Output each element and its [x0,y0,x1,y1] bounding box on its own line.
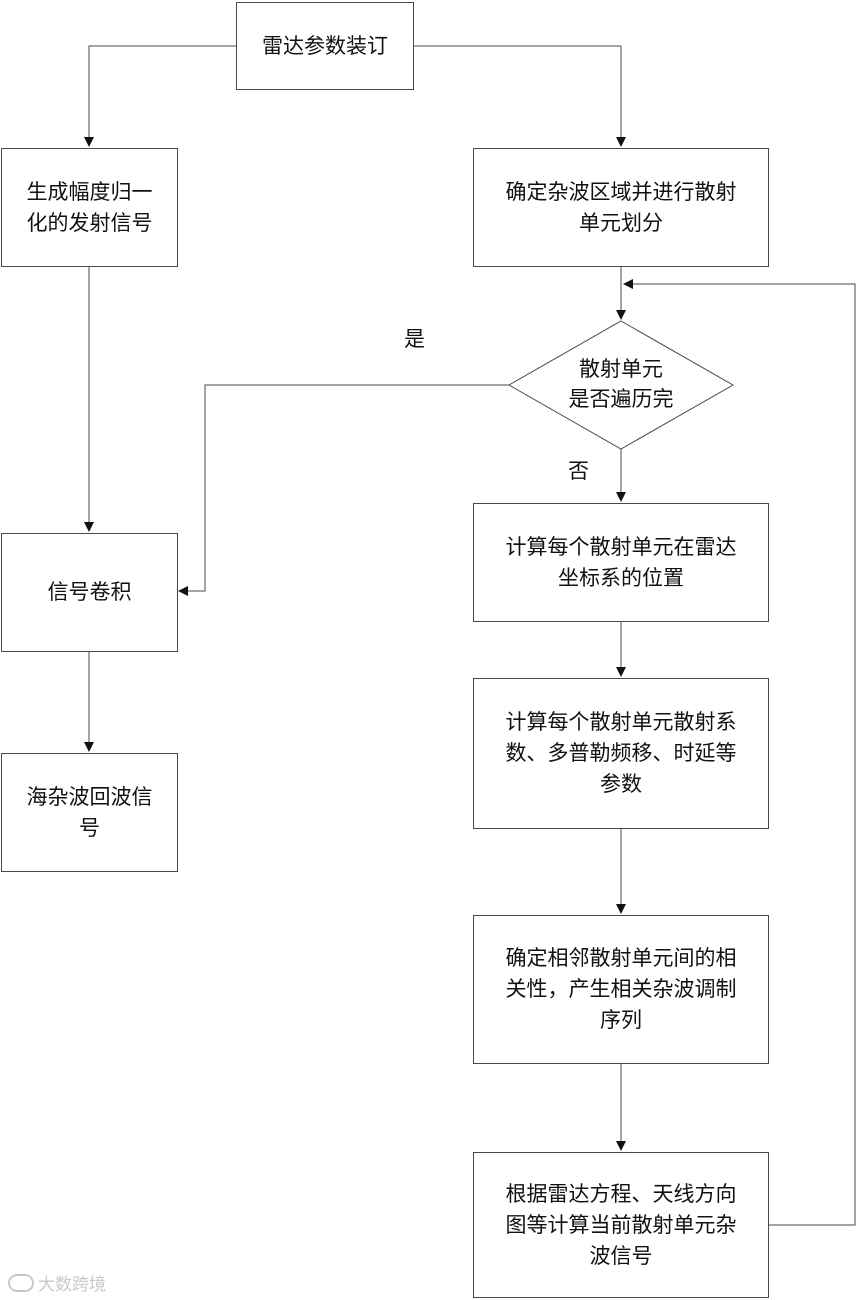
node-radar-equation-line-2: 图等计算当前散射单元杂 [505,1212,737,1237]
node-clutter-region-line-1: 确定杂波区域并进行散射 [505,179,737,204]
edge-loop-back-to-decision [623,279,856,1226]
node-calc-coefficients: 计算每个散射单元散射系 数、多普勒频移、时延等 参数 [473,678,769,829]
node-calc-position-line-2: 坐标系的位置 [558,565,684,590]
node-calc-coefficients-line-2: 数、多普勒频移、时延等 [505,741,737,765]
edge-params-to-gen-signal [84,45,236,147]
watermark: 大数跨境 [8,1270,106,1295]
node-radar-equation-line-1: 根据雷达方程、天线方向 [505,1181,737,1206]
edge-label-no: 否 [568,459,589,483]
node-radar-equation: 根据雷达方程、天线方向 图等计算当前散射单元杂 波信号 [473,1152,769,1298]
watermark-logo-icon [8,1273,34,1292]
node-convolution: 信号卷积 [1,533,178,652]
node-convolution-text: 信号卷积 [47,580,132,604]
node-radar-params-text: 雷达参数装订 [262,33,388,58]
edge-params-to-clutter-region [413,45,626,147]
node-calc-position: 计算每个散射单元在雷达 坐标系的位置 [473,503,769,622]
edge-label-yes: 是 [404,327,425,351]
node-calc-coefficients-line-1: 计算每个散射单元散射系 [505,710,737,734]
node-sea-clutter-echo: 海杂波回波信 号 [1,753,178,872]
node-clutter-region-line-2: 单元划分 [579,210,663,235]
node-sea-clutter-echo-line-1: 海杂波回波信 [26,784,153,809]
decision-text: 散射单元 是否遍历完 [531,354,711,414]
node-calc-coefficients-line-3: 参数 [600,772,642,796]
node-radar-equation-line-3: 波信号 [589,1243,653,1268]
node-correlation-line-2: 关性，产生相关杂波调制 [505,977,737,1001]
watermark-text: 大数跨境 [38,1275,106,1295]
node-correlation: 确定相邻散射单元间的相 关性，产生相关杂波调制 序列 [473,915,769,1064]
node-calc-position-line-1: 计算每个散射单元在雷达 [505,534,737,559]
node-clutter-region: 确定杂波区域并进行散射 单元划分 [473,148,769,267]
node-gen-signal-line-1: 生成幅度归一 [26,179,153,204]
node-gen-signal-line-2: 化的发射信号 [26,210,153,235]
decision-line-2: 是否遍历完 [568,387,674,411]
node-correlation-line-3: 序列 [600,1008,642,1032]
edge-decision-yes-to-convolution [178,384,509,596]
node-radar-params: 雷达参数装订 [236,2,414,90]
node-correlation-line-1: 确定相邻散射单元间的相 [505,946,737,970]
node-sea-clutter-echo-line-2: 号 [79,815,100,840]
node-gen-signal: 生成幅度归一 化的发射信号 [1,148,178,267]
decision-line-1: 散射单元 [579,357,663,381]
